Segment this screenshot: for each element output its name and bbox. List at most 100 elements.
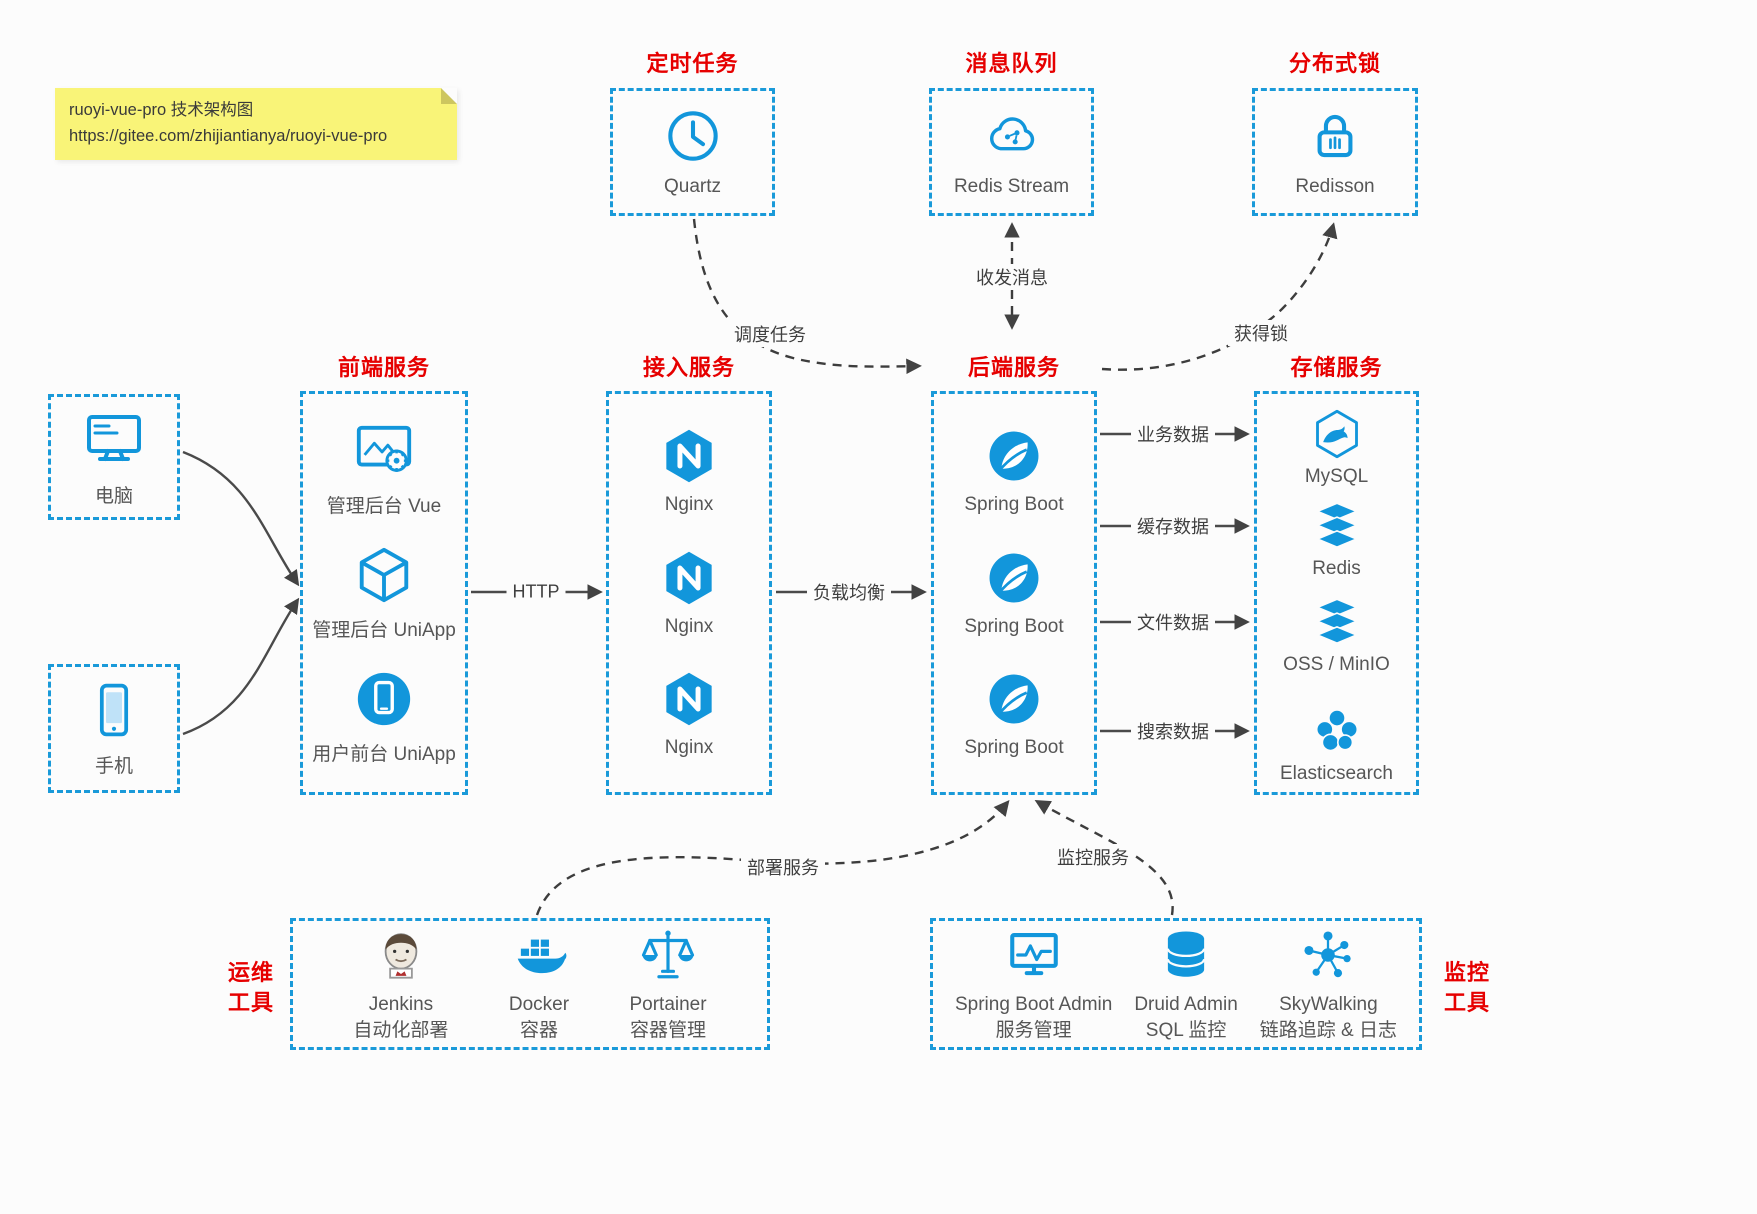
jenkins-desc: 自动化部署 bbox=[353, 1019, 449, 1041]
scales-icon bbox=[639, 926, 697, 984]
portainer-name: Portainer bbox=[629, 993, 707, 1015]
quartz-box: Quartz bbox=[610, 88, 775, 216]
note-link: https://gitee.com/zhijiantianya/ruoyi-vu… bbox=[69, 127, 388, 146]
user-uniapp-label: 用户前台 UniApp bbox=[312, 744, 456, 765]
edge-label-load-balance: 负载均衡 bbox=[807, 579, 891, 605]
dashboard-gear-icon bbox=[353, 420, 415, 482]
edge-label-search-data: 搜索数据 bbox=[1131, 718, 1215, 744]
spring-boot-3-label: Spring Boot bbox=[964, 737, 1064, 759]
backend-services-box: Spring Boot Spring Boot Spring Boot bbox=[931, 391, 1097, 795]
spring-boot-admin-name: Spring Boot Admin bbox=[954, 993, 1113, 1015]
edge-label-monitor-service: 监控服务 bbox=[1051, 844, 1135, 870]
jenkins-butler-icon bbox=[372, 926, 430, 984]
title-gateway-services: 接入服务 bbox=[642, 355, 735, 380]
jenkins-name: Jenkins bbox=[368, 993, 434, 1015]
edge-acquire-lock-line bbox=[1101, 222, 1338, 371]
database-cylinder-icon bbox=[1157, 926, 1215, 984]
docker-desc: 容器 bbox=[519, 1019, 558, 1041]
edge-label-schedule-task: 调度任务 bbox=[728, 321, 812, 347]
edge-label-send-receive-msg: 收发消息 bbox=[970, 264, 1054, 290]
node-spring-boot-2: Spring Boot bbox=[964, 549, 1064, 638]
layer-stack-icon bbox=[1311, 500, 1363, 552]
spring-boot-2-label: Spring Boot bbox=[964, 615, 1064, 637]
nginx-2-label: Nginx bbox=[664, 615, 714, 637]
skywalking-desc: 链路追踪 & 日志 bbox=[1259, 1019, 1398, 1041]
cluster-circles-icon bbox=[1311, 705, 1363, 757]
node-oss-minio: OSS / MinIO bbox=[1257, 596, 1416, 676]
network-graph-icon bbox=[1299, 926, 1357, 984]
title-backend-services: 后端服务 bbox=[967, 355, 1060, 380]
mysql-dolphin-icon bbox=[1311, 408, 1363, 460]
edge-pc-to-frontend bbox=[182, 450, 300, 587]
spring-leaf-icon bbox=[985, 670, 1043, 728]
spring-leaf-icon bbox=[985, 549, 1043, 607]
redis-stream-box: Redis Stream bbox=[929, 88, 1094, 216]
redisson-box: Redisson bbox=[1252, 88, 1418, 216]
gateway-services-box: Nginx Nginx Nginx bbox=[606, 391, 772, 795]
redisson-label: Redisson bbox=[1295, 175, 1375, 197]
pc-label: 电脑 bbox=[94, 486, 133, 507]
node-admin-uniapp: 管理后台 UniApp bbox=[312, 544, 456, 642]
node-nginx-2: Nginx bbox=[660, 549, 718, 638]
frontend-services-box: 管理后台 Vue 管理后台 UniApp 用户前台 UniApp bbox=[300, 391, 468, 795]
portainer-desc: 容器管理 bbox=[630, 1019, 707, 1041]
oss-minio-label: OSS / MinIO bbox=[1283, 654, 1390, 675]
monitor-tools-title-line1: 监控 bbox=[1443, 960, 1490, 985]
docker-whale-icon bbox=[510, 926, 568, 984]
druid-admin-name: Druid Admin bbox=[1134, 993, 1238, 1015]
admin-uniapp-label: 管理后台 UniApp bbox=[312, 620, 456, 641]
node-skywalking: SkyWalking 链路追踪 & 日志 bbox=[1260, 926, 1397, 1043]
cube-icon bbox=[353, 544, 415, 606]
node-docker: Docker 容器 bbox=[509, 926, 569, 1043]
mobile-app-circle-icon bbox=[353, 668, 415, 730]
redis-stream-label: Redis Stream bbox=[953, 175, 1070, 197]
druid-admin-desc: SQL 监控 bbox=[1145, 1019, 1227, 1041]
edge-phone-to-frontend bbox=[182, 597, 300, 736]
node-nginx-1: Nginx bbox=[660, 427, 718, 516]
ops-tools-title-line1: 运维 bbox=[227, 960, 274, 985]
admin-vue-label: 管理后台 Vue bbox=[326, 496, 442, 517]
edge-label-cache-data: 缓存数据 bbox=[1131, 513, 1215, 539]
node-spring-boot-3: Spring Boot bbox=[964, 670, 1064, 759]
nginx-hexagon-icon bbox=[660, 427, 718, 485]
node-druid-admin: Druid Admin SQL 监控 bbox=[1134, 926, 1238, 1043]
node-spring-boot-admin: Spring Boot Admin 服务管理 bbox=[955, 926, 1112, 1043]
title-message-queue: 消息队列 bbox=[965, 51, 1058, 76]
title-frontend-services: 前端服务 bbox=[337, 355, 430, 380]
node-redis: Redis bbox=[1257, 500, 1416, 580]
title-scheduled-tasks: 定时任务 bbox=[646, 51, 739, 76]
ops-tools-box: Jenkins 自动化部署 Docker 容器 Portainer 容器管理 bbox=[290, 918, 770, 1050]
spring-boot-admin-desc: 服务管理 bbox=[995, 1019, 1072, 1041]
node-jenkins: Jenkins 自动化部署 bbox=[353, 926, 448, 1043]
monitor-chart-icon bbox=[1005, 926, 1063, 984]
smartphone-icon bbox=[84, 680, 144, 740]
node-elasticsearch: Elasticsearch bbox=[1257, 705, 1416, 785]
skywalking-name: SkyWalking bbox=[1279, 993, 1378, 1015]
node-nginx-3: Nginx bbox=[660, 670, 718, 759]
ops-tools-title-line2: 工具 bbox=[227, 989, 274, 1015]
monitor-tools-box: Spring Boot Admin 服务管理 Druid Admin SQL 监… bbox=[930, 918, 1422, 1050]
clock-icon bbox=[664, 107, 722, 165]
elasticsearch-label: Elasticsearch bbox=[1280, 763, 1393, 784]
spring-boot-1-label: Spring Boot bbox=[964, 493, 1064, 515]
padlock-icon bbox=[1306, 107, 1364, 165]
nginx-1-label: Nginx bbox=[664, 493, 714, 515]
sticky-note: ruoyi-vue-pro 技术架构图 https://gitee.com/zh… bbox=[55, 88, 457, 160]
layer-stack-icon bbox=[1311, 596, 1363, 648]
ops-tools-title: 运维 工具 bbox=[220, 958, 282, 1017]
monitor-tools-title-line2: 工具 bbox=[1443, 989, 1490, 1015]
desktop-monitor-icon bbox=[82, 406, 146, 470]
edge-label-http: HTTP bbox=[506, 581, 566, 603]
node-user-uniapp: 用户前台 UniApp bbox=[312, 668, 456, 766]
spring-leaf-icon bbox=[985, 427, 1043, 485]
title-distributed-lock: 分布式锁 bbox=[1288, 51, 1381, 76]
node-portainer: Portainer 容器管理 bbox=[629, 926, 707, 1043]
edge-label-business-data: 业务数据 bbox=[1131, 421, 1215, 447]
nginx-3-label: Nginx bbox=[664, 737, 714, 759]
redis-label: Redis bbox=[1312, 558, 1361, 579]
title-storage-services: 存储服务 bbox=[1290, 355, 1383, 380]
docker-name: Docker bbox=[508, 993, 570, 1015]
edge-label-deploy-service: 部署服务 bbox=[741, 854, 825, 880]
